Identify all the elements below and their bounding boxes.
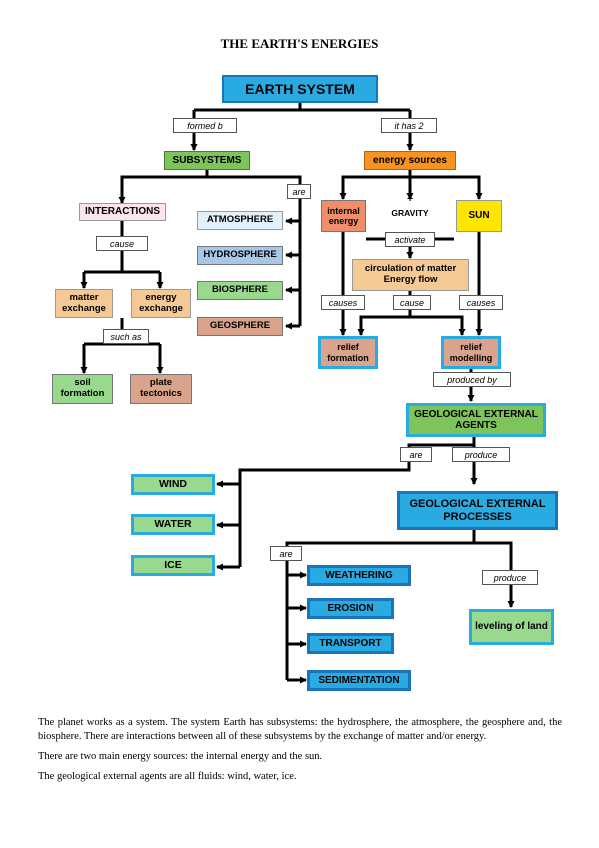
paragraph-2: There are two main energy sources: the i… <box>38 750 323 762</box>
node-geological-agents: GEOLOGICAL EXTERNAL AGENTS <box>406 403 546 437</box>
node-erosion: EROSION <box>307 598 394 619</box>
label-are-agents: are <box>400 447 432 462</box>
label-such-as: such as <box>103 329 149 344</box>
node-geosphere: GEOSPHERE <box>197 317 283 336</box>
label-it-has-2: it has 2 <box>381 118 437 133</box>
node-subsystems: SUBSYSTEMS <box>164 151 250 170</box>
node-hydrosphere: HYDROSPHERE <box>197 246 283 265</box>
label-causes-sun: causes <box>459 295 503 310</box>
label-causes-internal: causes <box>321 295 365 310</box>
node-ice: ICE <box>131 555 215 576</box>
label-activate: activate <box>385 232 435 247</box>
node-sun: SUN <box>456 200 502 232</box>
node-plate-tectonics: plate tectonics <box>130 374 192 404</box>
label-plus: + <box>407 194 413 206</box>
node-circulation: circulation of matter Energy flow <box>352 259 469 291</box>
node-biosphere: BIOSPHERE <box>197 281 283 300</box>
node-soil-formation: soil formation <box>52 374 113 404</box>
label-are-processes: are <box>270 546 302 561</box>
node-energy-sources: energy sources <box>364 151 456 170</box>
node-wind: WIND <box>131 474 215 495</box>
node-energy-exchange: energy exchange <box>131 289 191 318</box>
paragraph-3: The geological external agents are all f… <box>38 770 297 782</box>
paragraph-1: The planet works as a system. The system… <box>38 717 562 742</box>
node-transport: TRANSPORT <box>307 633 394 654</box>
label-cause-circulation: cause <box>393 295 431 310</box>
node-gravity: GRAVITY <box>391 208 429 219</box>
node-atmosphere: ATMOSPHERE <box>197 211 283 230</box>
node-interactions: INTERACTIONS <box>79 203 166 221</box>
node-water: WATER <box>131 514 215 535</box>
node-relief-formation: relief formation <box>318 336 378 369</box>
node-leveling-of-land: leveling of land <box>469 609 554 645</box>
label-formed-by: formed b <box>173 118 237 133</box>
node-internal-energy: internal energy <box>321 200 366 232</box>
page-title: THE EARTH'S ENERGIES <box>220 36 379 51</box>
label-are-subsystems: are <box>287 184 311 199</box>
label-cause: cause <box>96 236 148 251</box>
node-sedimentation: SEDIMENTATION <box>307 670 411 691</box>
description-text: The planet works as a system. The system… <box>38 716 562 789</box>
node-relief-modelling: relief modelling <box>441 336 501 369</box>
node-geological-processes: GEOLOGICAL EXTERNAL PROCESSES <box>397 491 558 530</box>
node-earth-system: EARTH SYSTEM <box>222 75 378 103</box>
label-produce-processes: produce <box>482 570 538 585</box>
node-matter-exchange: matter exchange <box>55 289 113 318</box>
node-weathering: WEATHERING <box>307 565 411 586</box>
label-produce-agents: produce <box>452 447 510 462</box>
label-produced-by: produced by <box>433 372 511 387</box>
